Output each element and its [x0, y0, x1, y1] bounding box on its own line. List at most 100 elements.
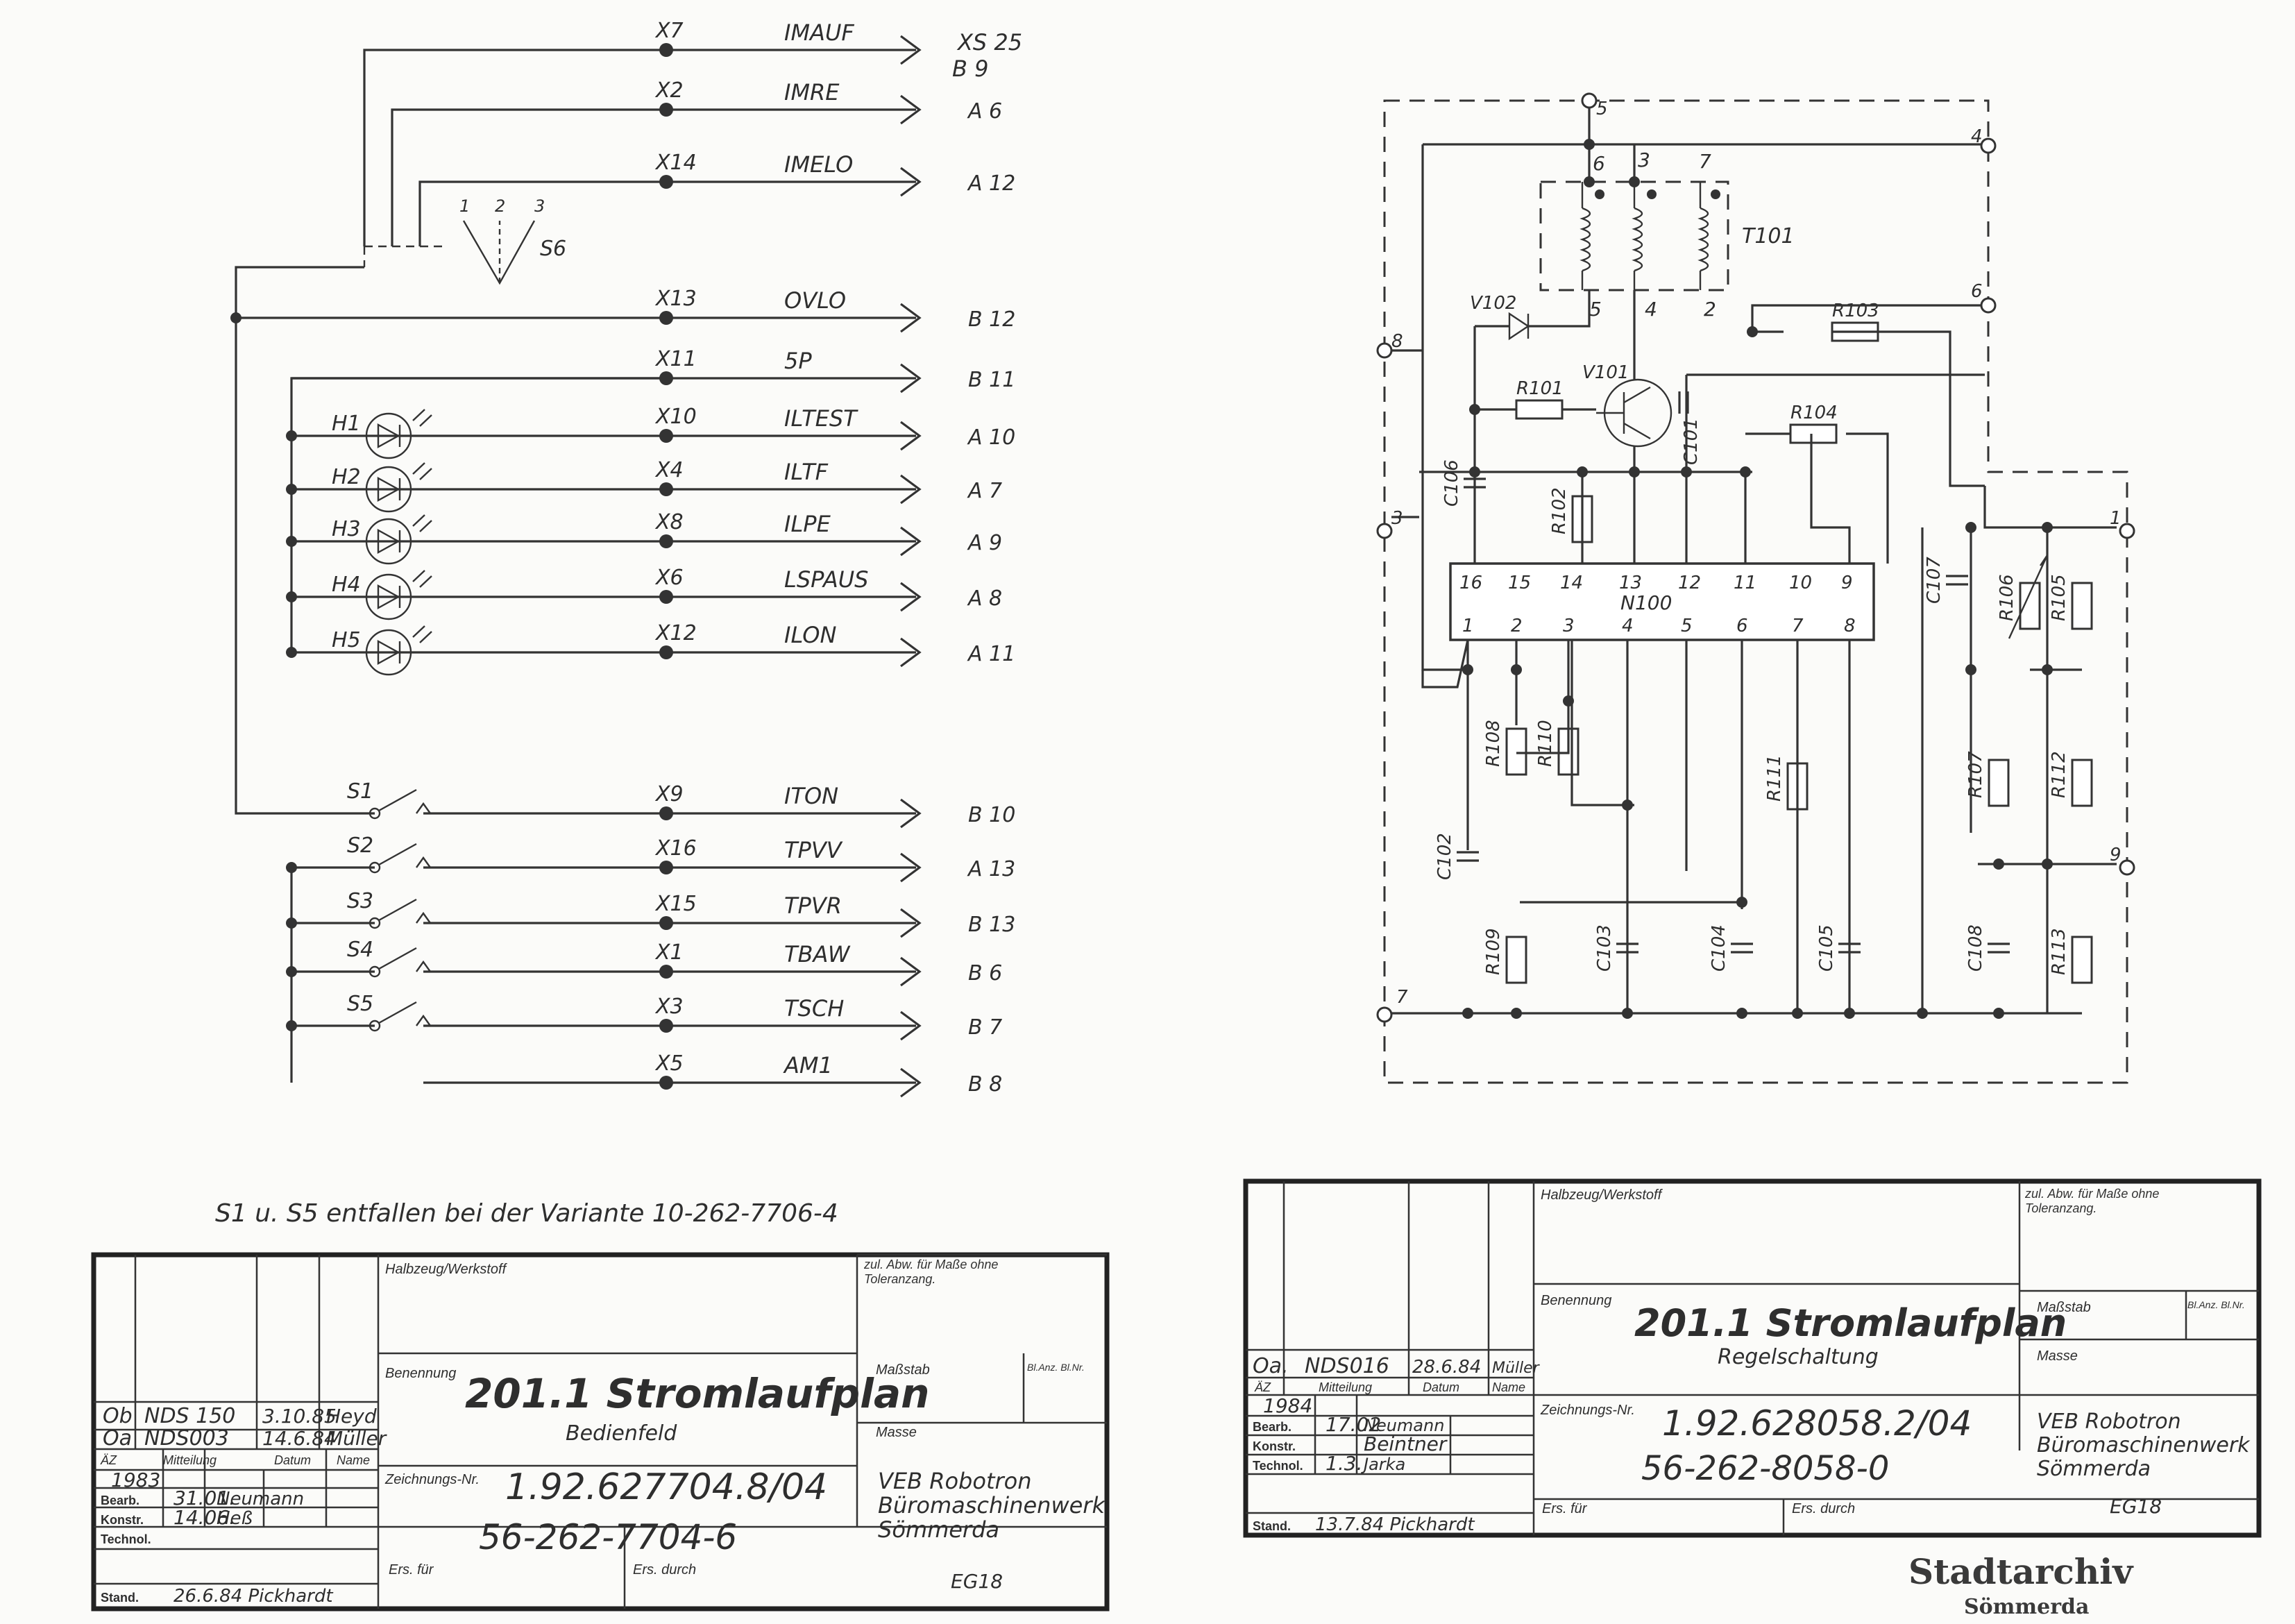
- switch-contact: [369, 917, 381, 929]
- company-line-2: Büromaschinenwerk: [2037, 1433, 2251, 1457]
- resistor: R104: [1789, 403, 1838, 444]
- title-block-grid: [377, 1253, 1107, 1609]
- switch-contact: [369, 861, 381, 874]
- arrow-icon: [900, 303, 922, 333]
- datum-bearb: 17.02: [1326, 1413, 1381, 1436]
- connector-label: X4: [654, 458, 684, 482]
- ic-pin-top: 10: [1789, 573, 1812, 593]
- capacitor-label: C105: [1816, 924, 1837, 972]
- title-block-grid: [1532, 1181, 2259, 1535]
- stand-value: 26.6.84 Pickhardt: [173, 1586, 333, 1607]
- ic-pin-bottom: 8: [1844, 616, 1856, 636]
- rev-mitteilung-2: NDS003: [144, 1426, 229, 1450]
- rev-header-az: ÄZ: [1254, 1380, 1271, 1394]
- ers-fuer-label: Ers. für: [389, 1562, 434, 1578]
- capacitor: C104: [1709, 924, 1753, 972]
- v102-wire: [1473, 290, 1591, 409]
- arrow-icon: [900, 474, 922, 505]
- arrow-icon: [900, 582, 922, 612]
- terminal-7: 7: [1396, 987, 1408, 1008]
- ers-durch-label: Ers. durch: [1792, 1501, 1855, 1516]
- arrow-icon: [900, 1067, 922, 1098]
- connector-label: X15: [654, 892, 697, 916]
- revision-grid: [94, 1255, 378, 1585]
- resistor-label: R104: [1790, 403, 1838, 423]
- connector-dot: [659, 311, 673, 325]
- abw-label: zul. Abw. für Maße ohne Toleranzang.: [864, 1258, 999, 1286]
- led-row: H1: [286, 409, 432, 459]
- connector-label: X2: [654, 78, 684, 103]
- rev-datum-1: 3.10.85: [262, 1405, 337, 1428]
- halbzeug-label: Halbzeug/Werkstoff: [385, 1262, 508, 1277]
- main-wiring-4: [1421, 639, 1851, 1013]
- arrow-icon: [900, 798, 922, 829]
- massstab-label: Maßstab: [2037, 1300, 2091, 1315]
- company-line-2: Büromaschinenwerk: [878, 1492, 1106, 1519]
- rev-name-2: Müller: [326, 1427, 387, 1450]
- connector-dot: [659, 175, 673, 189]
- datum-technol: 1.3.: [1326, 1452, 1362, 1475]
- connector-label: X10: [654, 405, 697, 429]
- junction-dot: [286, 1020, 297, 1031]
- rev-az-1: Oa.: [1253, 1354, 1289, 1378]
- capacitor: C107: [1924, 557, 1968, 604]
- pin-label: B 8: [968, 1072, 1002, 1097]
- switch-label: S4: [347, 938, 373, 962]
- s6-label: S6: [540, 237, 566, 261]
- rev-header-datum: Datum: [274, 1453, 311, 1467]
- connector-label: X14: [654, 151, 697, 175]
- ic-pin-bottom: 4: [1622, 616, 1634, 636]
- abw-label: zul. Abw. für Maße ohne Toleranzang.: [2025, 1187, 2160, 1215]
- led-row: H3: [286, 514, 432, 565]
- terminal-3: 3: [1391, 508, 1403, 529]
- archive-stamp-line-1: Stadtarchiv: [1908, 1551, 2134, 1592]
- resistor-label: R108: [1483, 720, 1504, 767]
- arrow-icon: [900, 637, 922, 668]
- signal-label: LSPAUS: [784, 566, 868, 593]
- capacitor-label: C103: [1594, 924, 1615, 972]
- rev-az-2: Oa: [103, 1426, 132, 1450]
- ground-rail: [1391, 349, 2082, 1015]
- drawing-title: 201.1 Stromlaufplan: [465, 1370, 929, 1417]
- led-row: H5: [286, 625, 432, 676]
- signal-label: ILPE: [784, 511, 831, 537]
- pin-label: A 12: [967, 171, 1015, 196]
- role-technol: Technol.: [101, 1532, 151, 1546]
- pin-label: B 6: [968, 961, 1002, 986]
- resistor: R105: [2049, 574, 2093, 630]
- connector-header-pin: B 9: [952, 56, 988, 82]
- signal-label: OVLO: [784, 287, 846, 314]
- t-pin-3: 3: [1638, 149, 1650, 171]
- connector-dot: [659, 1019, 673, 1033]
- company-line-3: Sömmerda: [2037, 1457, 2151, 1481]
- pin-label: A 10: [967, 425, 1015, 450]
- light-rays-icon: [412, 625, 432, 643]
- pin-label: B 12: [968, 307, 1015, 332]
- wire-x14: [418, 180, 663, 246]
- resistor-label: R105: [2049, 574, 2069, 621]
- role-bearb: Bearb.: [1253, 1420, 1292, 1434]
- capacitor: C106: [1441, 459, 1486, 507]
- ic-pin-top: 14: [1560, 573, 1583, 593]
- signal-label: AM1: [783, 1052, 833, 1079]
- name-bearb: Neumann: [1364, 1416, 1444, 1435]
- junction-dot: [286, 862, 297, 873]
- arrow-icon: [900, 363, 922, 394]
- masse-label: Masse: [876, 1425, 917, 1440]
- name-konstr: Heß: [217, 1508, 253, 1529]
- led-row: H4: [286, 570, 432, 620]
- capacitor: C108: [1965, 924, 2010, 972]
- capacitor-label: C102: [1434, 833, 1455, 880]
- junction-dot: [286, 917, 297, 929]
- pin-label: B 13: [968, 913, 1015, 937]
- resistor-label: R111: [1764, 754, 1785, 802]
- company-line-1: VEB Robotron: [2037, 1410, 2181, 1434]
- s6-pos-1: 1: [459, 196, 470, 216]
- arrow-icon: [900, 526, 922, 557]
- terminals: [1376, 92, 2135, 1023]
- terminal-6: 6: [1971, 281, 1983, 302]
- resistor: R107: [1965, 751, 2010, 807]
